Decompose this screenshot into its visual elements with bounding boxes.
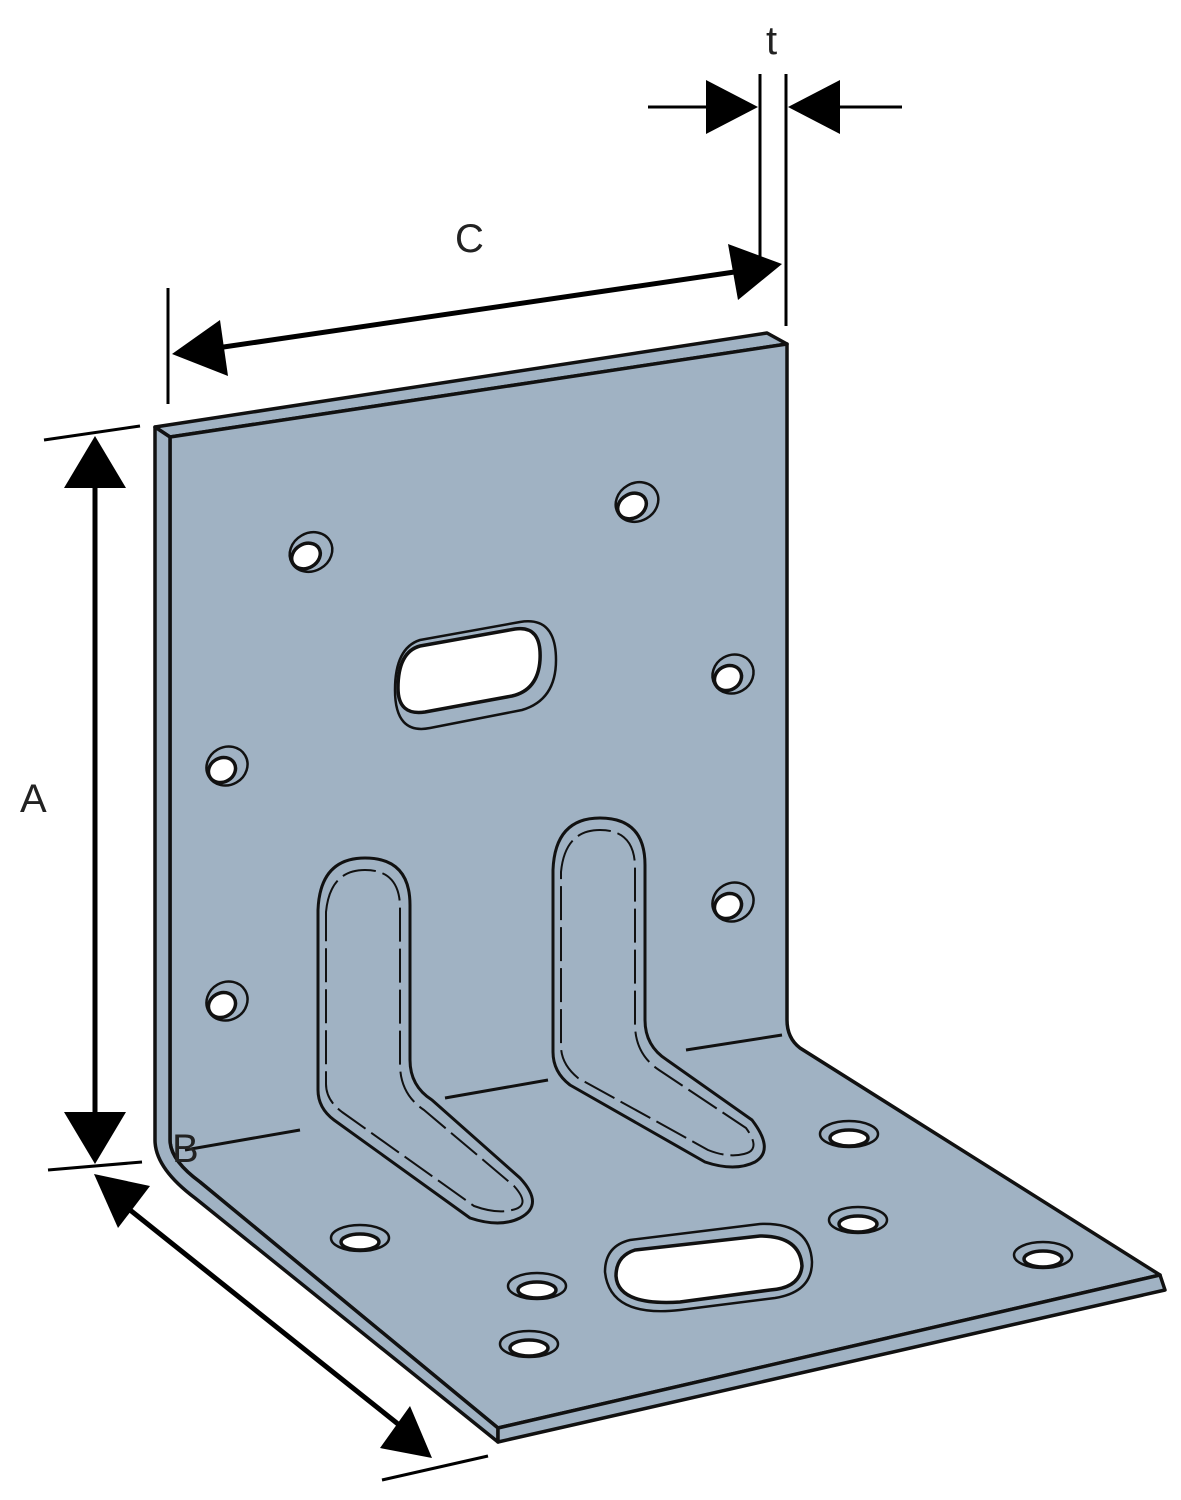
arrow-right-icon [706, 80, 758, 134]
dimension-c-label: C [455, 217, 484, 261]
arrow-left-icon [788, 80, 840, 134]
slot-hole [393, 620, 558, 731]
nail-hole [498, 1329, 560, 1359]
nail-hole [288, 530, 334, 574]
dimension-t: t [648, 19, 902, 326]
stiffening-rib-left [316, 856, 534, 1225]
slot-hole [603, 1222, 814, 1313]
nail-hole [205, 980, 249, 1022]
nail-hole [205, 745, 249, 787]
vertical-leg-holes [205, 480, 755, 1022]
nail-hole [711, 881, 755, 923]
stiffening-rib-right [551, 816, 766, 1169]
arrow-up-left-icon [94, 1174, 150, 1228]
horizontal-leg-holes [329, 1119, 1074, 1359]
bend-line [184, 1033, 783, 1152]
angle-bracket [153, 331, 1167, 1444]
arrow-left-icon [172, 320, 228, 376]
dimension-b-label: B [172, 1127, 199, 1171]
nail-hole [711, 653, 755, 695]
arrow-up-icon [64, 436, 126, 488]
dimension-b: B [94, 1127, 489, 1482]
horizontal-leg-front-edge [496, 1273, 1167, 1444]
arrow-down-icon [64, 1112, 126, 1164]
nail-hole [818, 1119, 880, 1149]
dimension-a: A [20, 424, 143, 1172]
nail-hole [1012, 1240, 1074, 1270]
nail-hole [506, 1271, 568, 1301]
nail-hole [827, 1205, 889, 1235]
arrow-down-right-icon [380, 1406, 432, 1458]
dimension-t-label: t [766, 19, 777, 63]
arrow-right-icon [728, 244, 782, 300]
nail-hole [614, 480, 660, 524]
dimension-c: C [166, 76, 782, 404]
dimension-a-label: A [20, 777, 47, 821]
nail-hole [329, 1223, 391, 1253]
